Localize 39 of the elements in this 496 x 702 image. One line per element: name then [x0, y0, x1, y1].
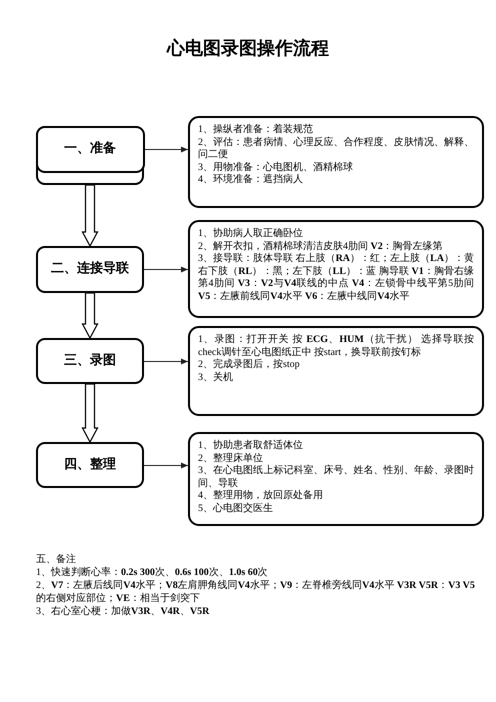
arrow: [144, 358, 188, 364]
note-text: 2、V7：左腋后线同V4水平；V8左肩胛角线同V4水平；V9：左脊椎旁线同V4水平 V3R V5R：V3 V5的右侧对应部位；VE：相当于剑突下: [36, 579, 476, 605]
step-box: [36, 338, 144, 384]
arrow: [144, 462, 188, 468]
detail-text: 1、操纵者准备：着装规范: [198, 124, 314, 136]
diagram-title: 心电图录图操作流程: [167, 37, 329, 60]
detail-text: 2、完成录图后，按stop: [198, 359, 301, 372]
arrow: [144, 146, 188, 152]
step-title: 三、录图: [64, 352, 116, 368]
detail-text: 1、协助患者取舒适体位: [198, 440, 304, 452]
stacked-step-box: [36, 126, 144, 185]
note-text: 3、右心室心梗：加做V3R、V4R、V5R: [36, 605, 210, 618]
step-box: [36, 246, 144, 293]
step-title: 四、整理: [64, 456, 116, 472]
detail-text: 3、在心电图纸上标记科室、床号、姓名、性别、年龄、录图时间、导联: [198, 465, 474, 490]
detail-text: 2、评估：患者病情、心理反应、合作程度、皮肤情况、解释、问二便: [198, 136, 474, 162]
note-text: 五、备注: [36, 553, 77, 566]
step-title: 二、连接导联: [51, 261, 129, 277]
arrow: [144, 266, 188, 272]
step-detail-box: [188, 116, 484, 208]
detail-text: 1、协助病人取正确卧位: [198, 228, 304, 240]
detail-text: 5、心电图交医生: [198, 502, 274, 515]
step-detail-box: [188, 432, 484, 526]
detail-text: 4、环境准备：遮挡病人: [198, 174, 304, 186]
step-box: [36, 442, 144, 488]
detail-text: 3、用物准备：心电图机、酒精棉球: [198, 162, 354, 174]
hollow-arrow: [82, 184, 98, 248]
detail-text: 2、整理床单位: [198, 452, 264, 464]
detail-text: 3、接导联：肢体导联 右上肢（RA）：红；左上肢（LA）：黄右下肢（RL）：黑；左下肢（LL）：蓝 胸导联 V1：胸骨右缘第4肋间 V3：V2与V4联线的中点 V4：左锁骨中线平第5肋间 V5：左腋前线同V4水平 V6：左腋中线同V4水平: [198, 253, 474, 303]
detail-text: 1、录图：打开开关 按 ECG、HUM（抗干扰） 选择导联按check调针至心电图纸正中 按start，换导联前按钉标: [198, 334, 474, 358]
detail-text: 4、整理用物，放回原处备用: [198, 490, 324, 502]
hollow-arrow: [82, 292, 98, 340]
step-detail-box: [188, 326, 484, 416]
step-detail-box: [188, 220, 484, 318]
detail-text: 3、关机: [198, 372, 234, 384]
detail-text: 2、解开衣扣，酒精棉球清洁皮肤4肋间 V2：胸骨左缘第: [198, 240, 444, 252]
step-title: 一、准备: [64, 141, 116, 157]
note-text: 1、快速判断心率：0.2s 300次、0.6s 100次、1.0s 60次: [36, 566, 269, 579]
hollow-arrow: [82, 383, 98, 444]
